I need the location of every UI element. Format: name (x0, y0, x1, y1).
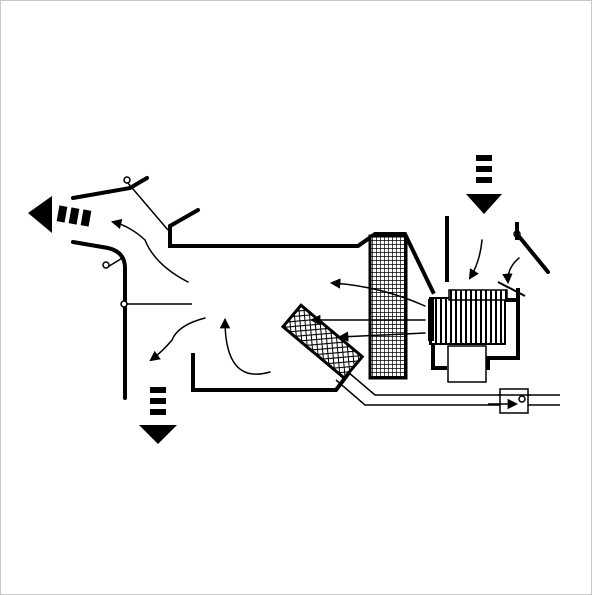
evaporator-core (370, 236, 406, 378)
heater-core (283, 305, 362, 378)
air-outlet-vent-arrow-icon (28, 196, 91, 233)
air-outlet-floor-arrow-icon (139, 387, 177, 444)
air-inlet-arrow-icon (466, 155, 502, 214)
water-valve-icon (488, 389, 530, 413)
floor-damper-door-icon (121, 301, 192, 307)
vent-duct (73, 178, 198, 398)
intake-door-icon (498, 222, 548, 296)
